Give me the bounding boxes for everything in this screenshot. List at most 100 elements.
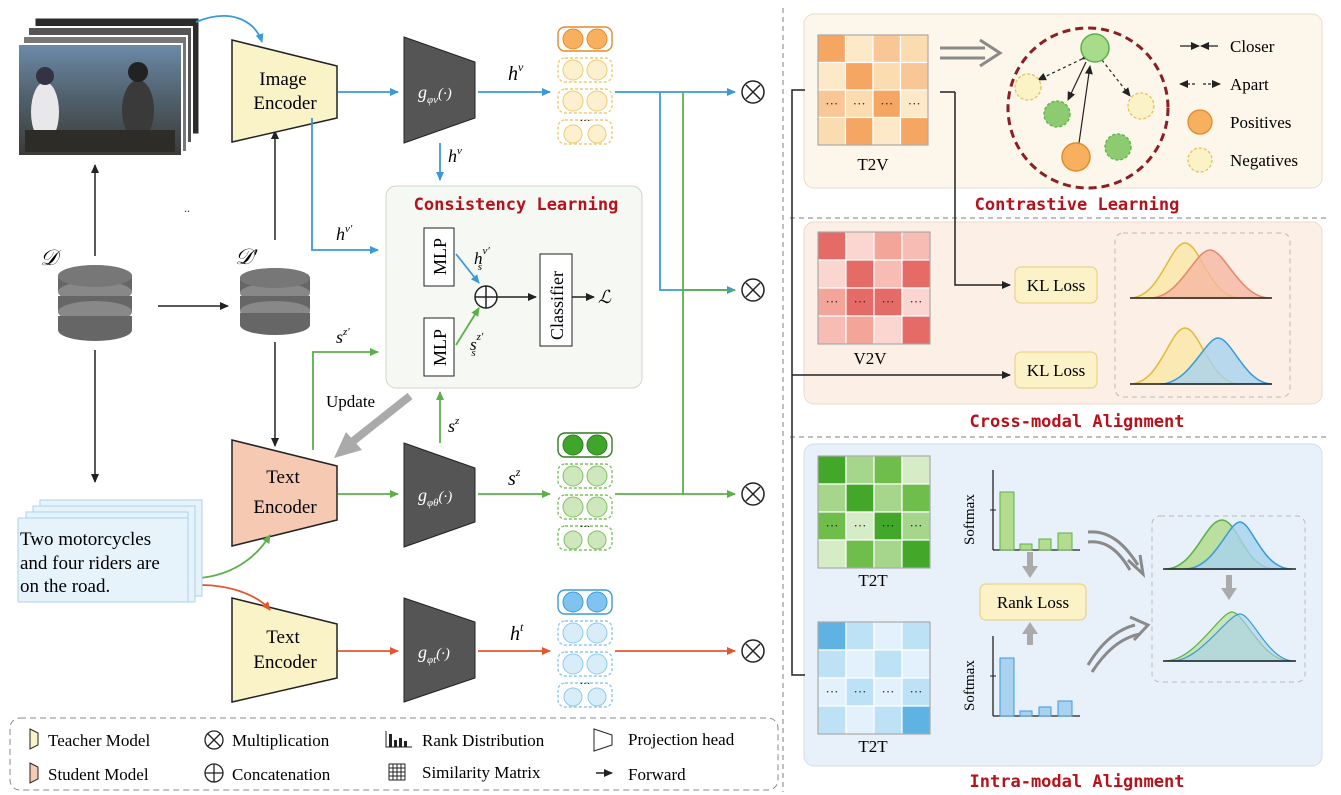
mlp-top: MLP [430,238,450,275]
embedding-unit [586,59,608,81]
embedding-box [557,494,613,520]
embedding-unit [586,90,608,112]
softmax-label-2: Softmax [962,660,978,711]
matrix-cell [817,116,847,146]
multiplication-icon [741,639,765,663]
t2t-label-top: T2T [858,571,888,590]
matrix-cell [873,231,903,261]
matrix-cell [817,315,847,345]
matrix-cell [901,649,931,679]
matrix-cell [844,61,874,91]
svg-text:Image: Image [259,69,306,90]
svg-text:KL Loss: KL Loss [1027,361,1085,380]
matrix-dots: ··· [882,294,895,309]
v2v-similarity-matrix: ············ [817,231,931,345]
ss-z-label: sz′s [470,331,484,359]
matrix-cell [845,677,875,707]
t2v-similarity-matrix: ············ [817,34,929,146]
closer-legend: Closer [1180,37,1275,56]
embedding-dots: ··· [580,678,591,690]
embedding-box [557,26,613,52]
double-arrow-icon [940,38,1003,68]
matrix-cell [899,116,929,146]
projection-head-t: gφt(·) [403,597,476,703]
matrix-cell [817,231,847,261]
multiplication-icon [741,278,765,302]
matrix-dots: ··· [910,294,923,309]
embedding-box [557,682,613,708]
embedding-dots: ··· [580,521,591,533]
legend-box: Teacher Model Student Model Multiplicati… [9,717,779,791]
matrix-cell [845,231,875,261]
matrix-cell [901,315,931,345]
matrix-cell [872,34,902,64]
matrix-cell [845,621,875,651]
image-embeddings: ··· [557,26,613,145]
matrix-dots: ··· [826,684,839,699]
caption-line-3: on the road. [20,576,110,597]
embedding-unit [562,622,584,644]
matrix-dots: ··· [854,518,867,533]
legend-student: Student Model [48,765,149,784]
negatives-legend: Negatives [1187,147,1298,173]
legend-rank: Rank Distribution [422,731,545,750]
intra-modal-alignment-title: Intra-modal Alignment [970,772,1185,792]
matrix-cell [817,259,847,289]
embedding-unit [586,434,608,456]
image-encoder: Image Encoder [231,39,338,143]
embedding-unit [586,496,608,518]
student-text-encoder: Text Encoder [231,439,338,547]
matrix-cell [844,34,874,64]
negatives-label: Negatives [1230,151,1298,170]
embedding-box [557,88,613,114]
embedding-unit [587,530,607,550]
matrix-cell [817,649,847,679]
matrix-dots: ··· [910,684,923,699]
matrix-cell [899,61,929,91]
svg-text:gφv(·): gφv(·) [418,82,452,106]
positives-legend: Positives [1187,109,1291,135]
embedding-unit [562,465,584,487]
sz-up-label: sz [448,415,460,436]
cross-modal-distributions [1114,232,1291,398]
svg-text:Encoder: Encoder [253,652,317,673]
embedding-box [557,432,613,458]
teacher-text-embeddings: ··· [557,589,613,708]
matrix-cell [901,621,931,651]
softmax-label-1: Softmax [962,494,978,545]
matrix-dots: ··· [854,684,867,699]
matrix-cell [873,677,903,707]
legend-concatenation: Concatenation [232,765,331,784]
svg-text:KL Loss: KL Loss [1027,276,1085,295]
embedding-box [557,589,613,615]
legend-forward: Forward [628,765,686,784]
similarity-matrix-icon [388,763,406,781]
matrix-cell [817,34,847,64]
matrix-cell [899,34,929,64]
embedding-unit [562,59,584,81]
apart-legend: Apart [1179,75,1269,94]
rank-loss-box: Rank Loss [979,552,1087,645]
cross-modal-alignment-title: Cross-modal Alignment [970,412,1185,432]
matrix-cell [873,705,903,735]
loss-label: ℒ [598,287,612,307]
intra-modal-distributions [1151,515,1306,683]
matrix-cell [873,483,903,513]
matrix-cell [901,705,931,735]
matrix-dots: ··· [882,684,895,699]
projection-head-v: gφv(·) [403,36,476,144]
consistency-learning-title: Consistency Learning [414,195,619,215]
matrix-cell [845,259,875,289]
embedding-box [557,620,613,646]
caption-line-1: Two motorcycles [20,529,151,550]
multiplication-icon [741,482,765,506]
matrix-dots: ··· [882,518,895,533]
embedding-unit [562,28,584,50]
rank-distribution-blue: Softmax [962,636,1080,717]
matrix-dots: ··· [908,96,921,111]
matrix-cell [872,61,902,91]
svg-text:Encoder: Encoder [253,497,317,518]
matrix-dots: ··· [910,518,923,533]
update-label: Update [326,392,375,411]
